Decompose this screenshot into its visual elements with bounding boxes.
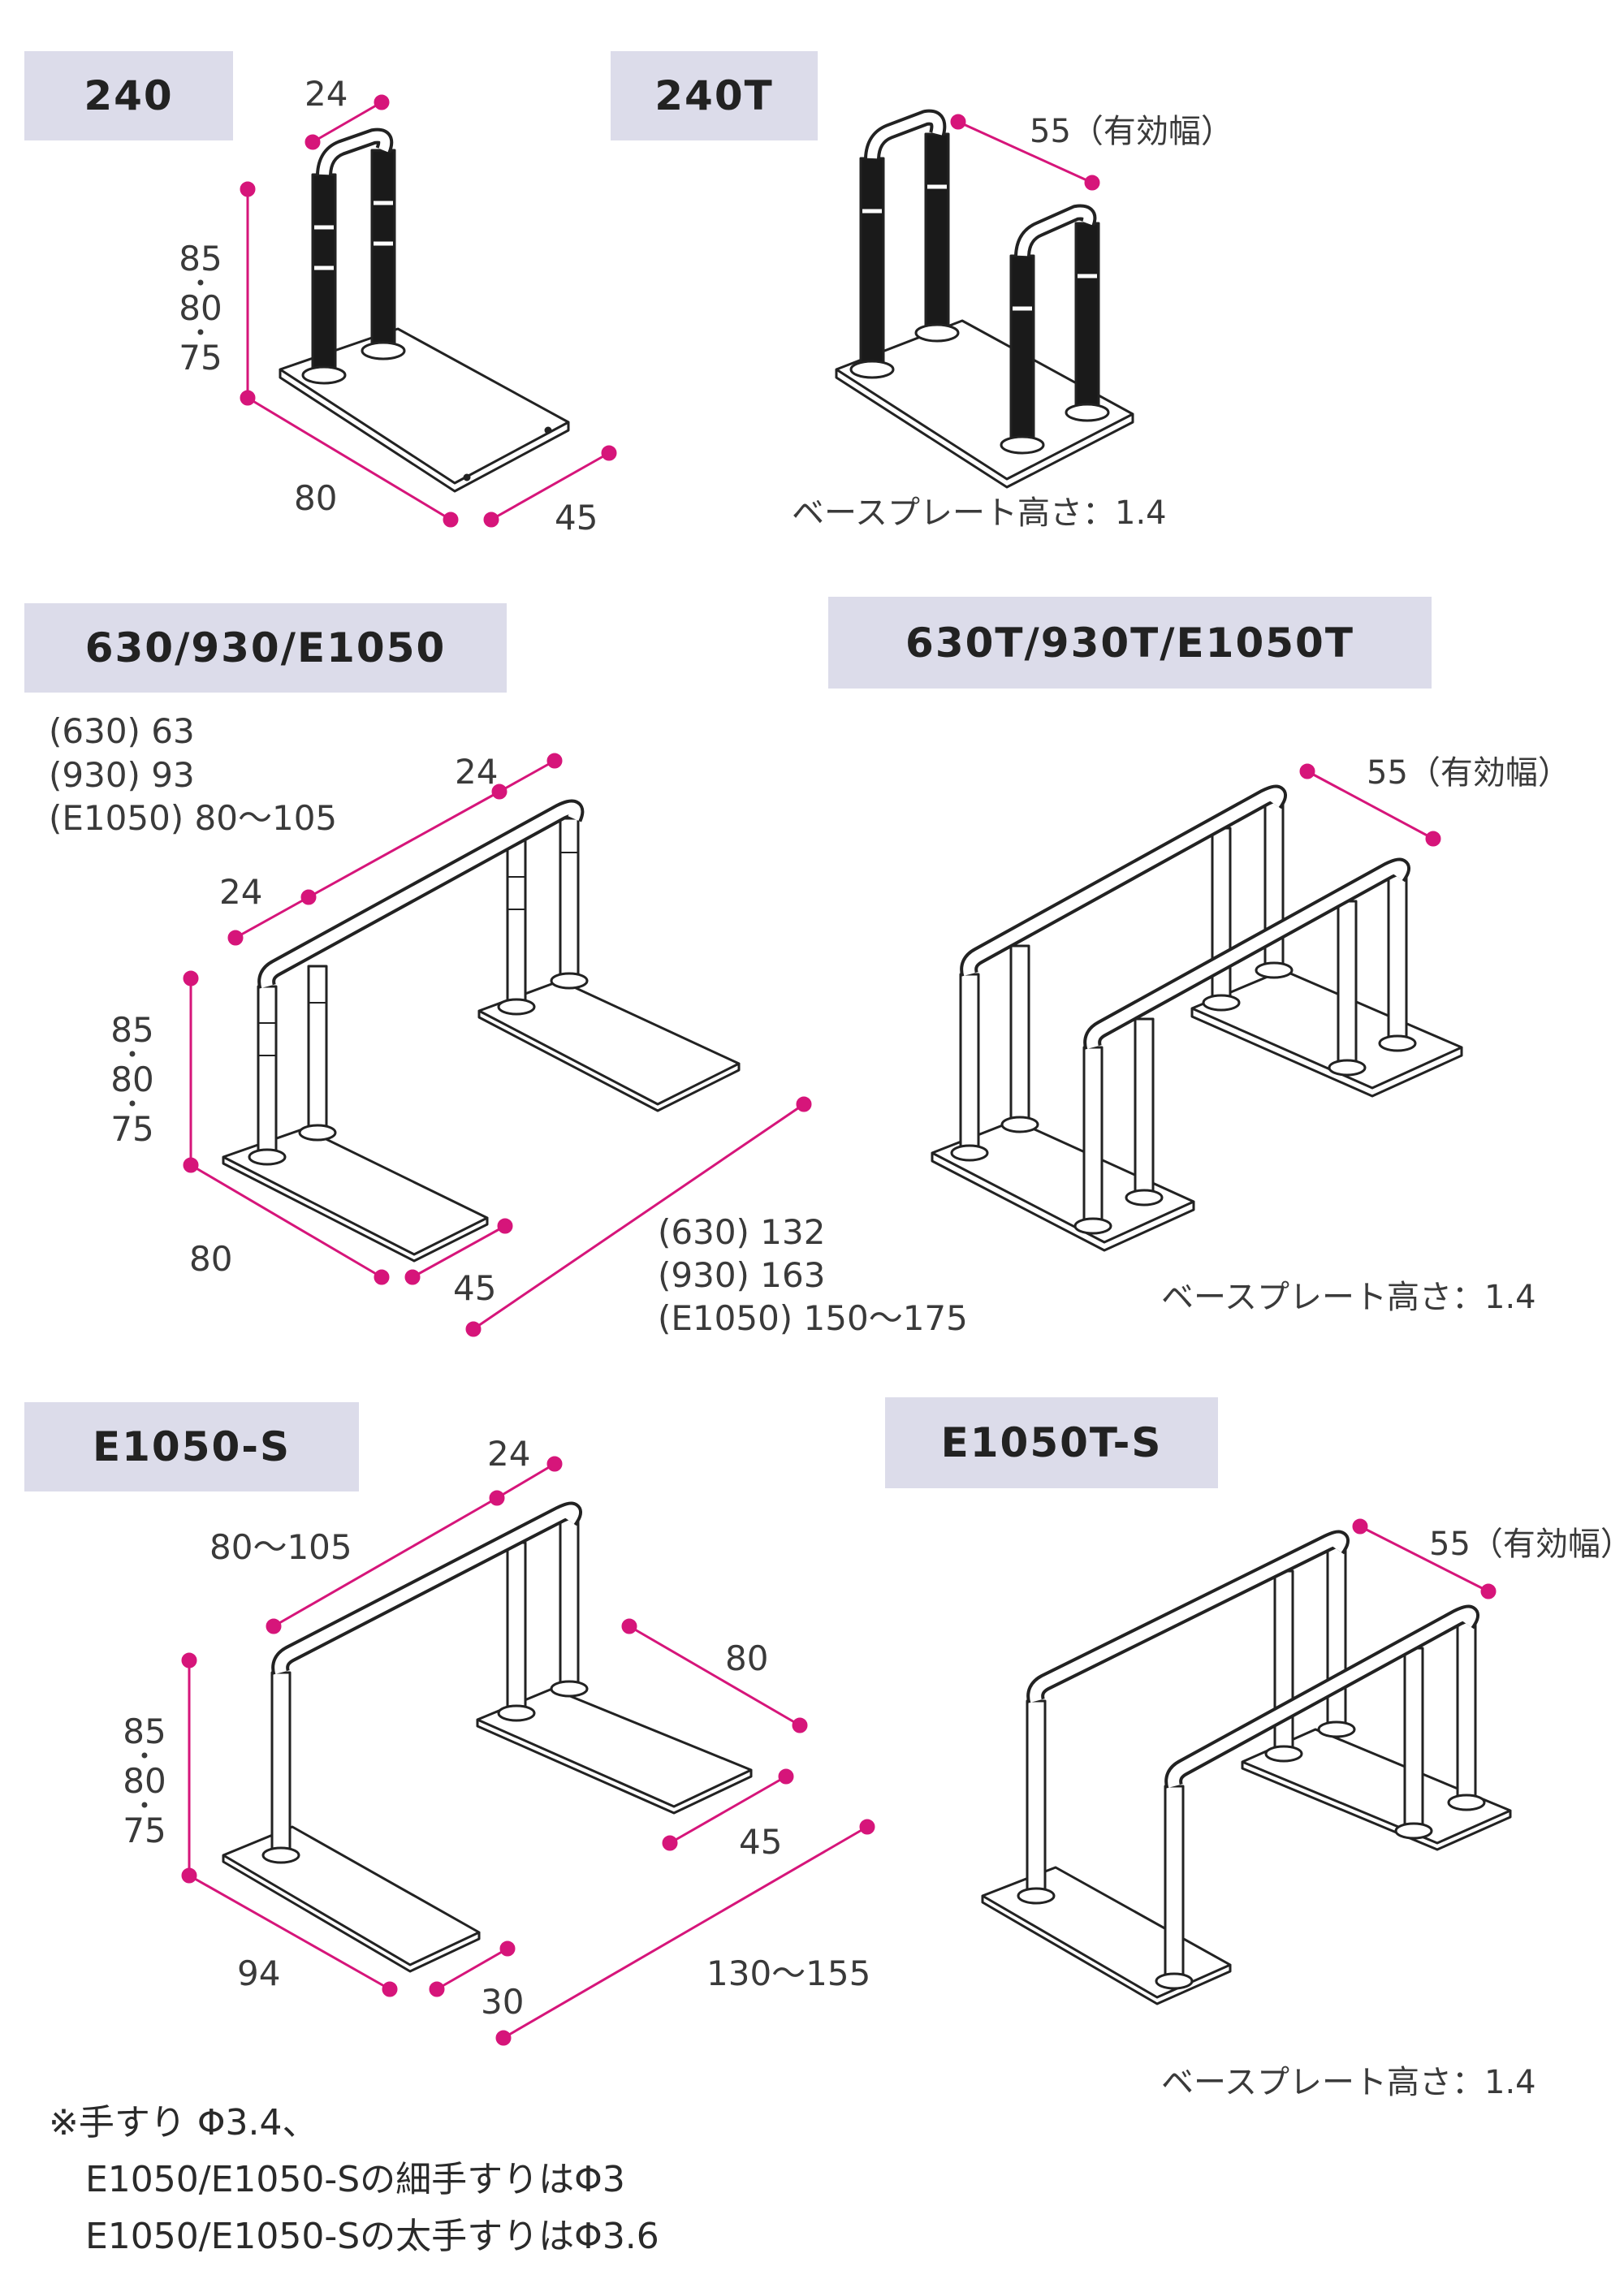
height-80: 80	[123, 1761, 166, 1802]
height-80: 80	[179, 288, 222, 329]
dim-span-630: (630) 132	[658, 1212, 826, 1252]
dot: •	[138, 1794, 151, 1818]
dot: •	[194, 322, 207, 345]
dim-rail-e1050s: 80～105	[209, 1527, 352, 1567]
panel-label-240: 240	[24, 51, 233, 140]
diagram-240t	[835, 109, 1134, 489]
dimension-lines-e1050ts	[1352, 1518, 1497, 1599]
dim-span-e1050s: 130～155	[706, 1953, 871, 1993]
dot: •	[126, 1093, 139, 1116]
dim-effective-width-240t: 55（有効幅）	[1030, 113, 1233, 150]
dot: •	[126, 1043, 139, 1066]
note-handrail-diameter: ※手すり Φ3.4、	[49, 2102, 318, 2143]
dimension-lines-630t	[1299, 763, 1441, 847]
dim-width-630: 45	[453, 1268, 497, 1308]
dim-span-930: (930) 163	[658, 1255, 826, 1295]
dim-length-240: 80	[294, 478, 338, 518]
height-75: 75	[123, 1811, 166, 1851]
dimension-lines-630	[183, 753, 812, 1337]
dim-effective-width-630t: 55（有効幅）	[1367, 754, 1570, 792]
note-thin-handrail: E1050/E1050-Sの細手すりはΦ3	[85, 2159, 625, 2200]
panel-label-e1050ts: E1050T-S	[885, 1397, 1218, 1488]
diagram-630t	[931, 784, 1463, 1252]
panel-label-630t: 630T/930T/E1050T	[828, 597, 1432, 689]
dim-rail-630: (630) 63	[49, 711, 195, 751]
panel-label-240t: 240T	[611, 51, 818, 140]
dim-height-240: 85 • 80 • 75	[172, 242, 229, 375]
dimension-lines-240t	[950, 114, 1100, 191]
height-85: 85	[123, 1712, 166, 1751]
dimension-lines-e1050s	[181, 1456, 875, 2046]
dim-right-plate-e1050s: 80	[725, 1638, 769, 1678]
dim-top-240: 24	[304, 74, 348, 114]
dim-top-right-630: 24	[455, 752, 499, 792]
height-85: 85	[179, 239, 222, 278]
note-thick-handrail: E1050/E1050-Sの太手すりはΦ3.6	[85, 2216, 659, 2257]
base-plate-height-240t: ベースプレート高さ：1.4	[792, 494, 1167, 532]
dim-height-e1050s: 85 • 80 • 75	[116, 1715, 173, 1848]
diagram-630	[222, 799, 741, 1263]
dim-top-e1050s: 24	[487, 1434, 531, 1474]
dim-rail-e1050: (E1050) 80～105	[49, 798, 338, 838]
dim-span-e1050: (E1050) 150～175	[658, 1298, 968, 1338]
diagram-e1050s	[222, 1501, 753, 1973]
panel-label-630: 630/930/E1050	[24, 603, 507, 693]
dim-height-630: 85 • 80 • 75	[104, 1013, 161, 1146]
base-plate-height-e1050ts: ベースプレート高さ：1.4	[1161, 2064, 1536, 2101]
diagram-240	[279, 127, 570, 493]
dot: •	[194, 272, 207, 295]
dim-length-630: 80	[189, 1239, 233, 1279]
height-80: 80	[110, 1060, 154, 1100]
dimension-lines-240	[240, 94, 617, 528]
dim-top-left-630: 24	[219, 872, 263, 912]
dim-length-e1050s: 94	[237, 1953, 281, 1993]
dim-width-240: 45	[555, 498, 598, 537]
dim-width-e1050s: 30	[481, 1982, 525, 2022]
base-plate-height-630t: ベースプレート高さ：1.4	[1161, 1279, 1536, 1316]
height-75: 75	[110, 1109, 154, 1150]
height-75: 75	[179, 338, 222, 378]
diagram-e1050ts	[981, 1530, 1512, 2005]
dim-right-width-e1050s: 45	[739, 1822, 783, 1862]
dim-rail-930: (930) 93	[49, 755, 195, 795]
panel-label-e1050s: E1050-S	[24, 1402, 359, 1491]
dot: •	[138, 1745, 151, 1768]
height-85: 85	[110, 1010, 154, 1050]
dim-effective-width-e1050ts: 55（有効幅）	[1429, 1526, 1624, 1563]
